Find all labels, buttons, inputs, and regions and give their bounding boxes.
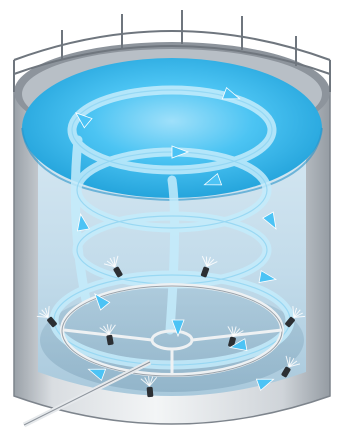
flow-downcomer: [170, 180, 175, 330]
